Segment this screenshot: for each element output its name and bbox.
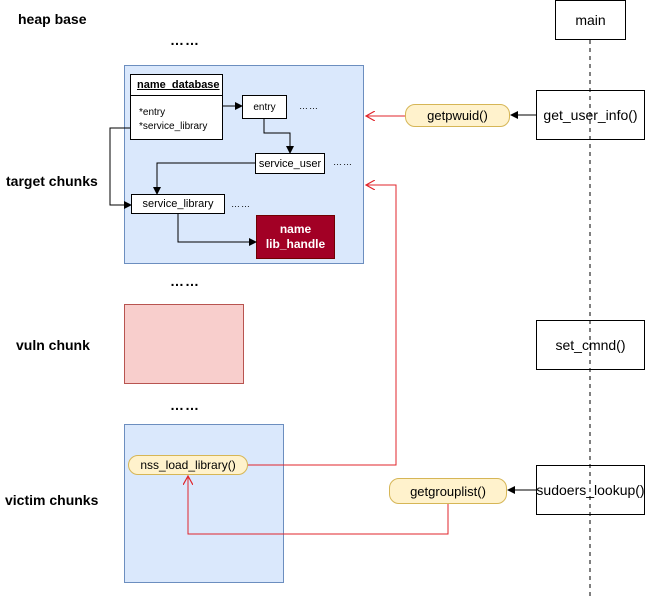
lib-handle-box: name lib_handle — [256, 215, 335, 259]
vuln-chunk-label: vuln chunk — [16, 337, 90, 353]
ellipsis-middle: …… — [170, 273, 200, 289]
name-database-title: name_database — [131, 75, 222, 96]
nss-load-library-pill: nss_load_library() — [128, 455, 248, 475]
entry-box: entry — [242, 95, 287, 119]
sudoers-lookup-box: sudoers_lookup() — [536, 465, 645, 515]
ellipsis-bottom: …… — [170, 397, 200, 413]
entry-ellipsis: …… — [299, 101, 319, 111]
heap-base-label: heap base — [18, 11, 87, 27]
lib-handle-name-text: name — [279, 222, 312, 236]
service-user-ellipsis: …… — [333, 157, 353, 167]
service-user-box: service_user — [255, 153, 325, 174]
lib-handle-text: lib_handle — [265, 237, 326, 251]
target-chunks-label: target chunks — [6, 173, 98, 189]
victim-chunks-label: victim chunks — [5, 492, 99, 508]
service-library-ellipsis: …… — [231, 199, 251, 209]
getpwuid-pill: getpwuid() — [405, 104, 510, 127]
name-database-struct: name_database *entry *service_library — [130, 74, 223, 140]
getgrouplist-pill: getgrouplist() — [389, 478, 507, 504]
entry-field: *entry — [139, 107, 166, 118]
set-cmnd-box: set_cmnd() — [536, 320, 645, 370]
main-box: main — [555, 0, 626, 40]
ellipsis-top: …… — [170, 32, 200, 48]
service-library-box: service_library — [131, 194, 225, 214]
vuln-chunk-region — [124, 304, 244, 384]
get-user-info-box: get_user_info() — [536, 90, 645, 140]
service-library-field: *service_library — [139, 121, 208, 132]
victim-chunks-region — [124, 424, 284, 583]
